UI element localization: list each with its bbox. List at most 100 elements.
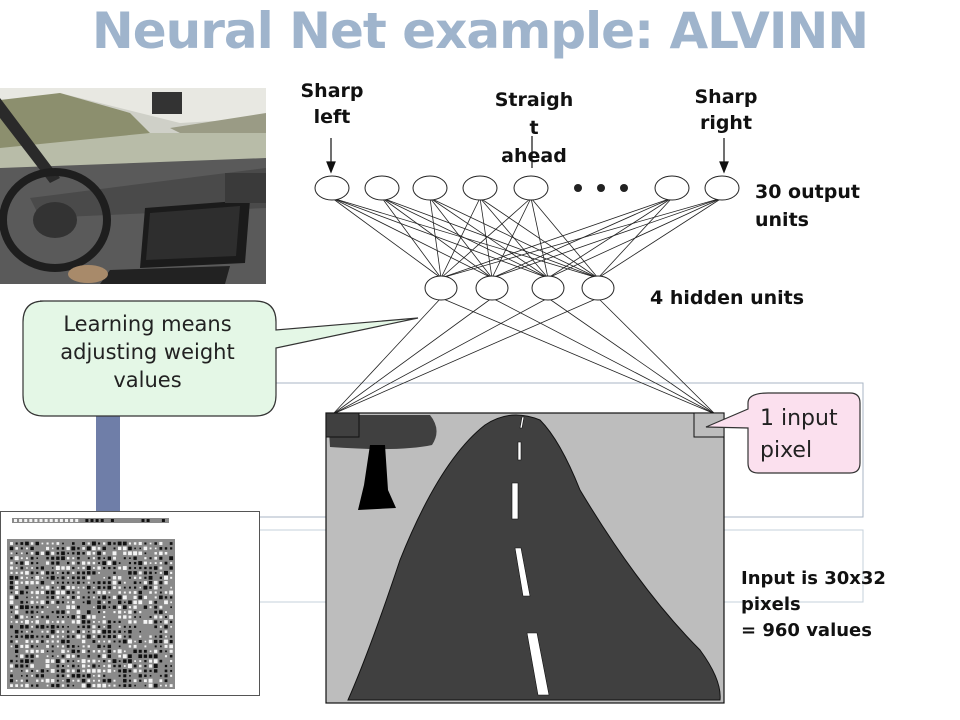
weight-dot: [15, 590, 19, 595]
weight-dot: [133, 576, 137, 579]
weight-dot: [31, 567, 33, 569]
weight-dot: [164, 620, 168, 624]
weight-dot: [45, 585, 50, 590]
weight-dot: [107, 635, 111, 639]
weight-dot: [123, 581, 126, 584]
weight-dot: [148, 683, 153, 688]
weight-dot: [82, 674, 85, 678]
weight-dot: [61, 601, 65, 604]
weight-dot: [118, 566, 122, 570]
weight-dot: [51, 679, 55, 683]
weight-dot: [117, 678, 122, 683]
weight-dot: [92, 669, 96, 673]
weight-dot: [164, 605, 168, 609]
weight-dot: [169, 644, 173, 649]
weight-dot: [66, 605, 71, 610]
weight-dot: [154, 542, 157, 545]
weight-dot: [31, 596, 33, 599]
weight-dot: [15, 601, 18, 604]
weight-dot: [92, 630, 96, 634]
weight-dot: [133, 600, 137, 605]
weight-dot: [41, 542, 44, 545]
weight-dot: [123, 620, 127, 624]
weight-dot: [144, 640, 147, 643]
connection-line: [530, 197, 549, 279]
weight-dot: [123, 561, 126, 565]
weight-dot: [153, 585, 158, 590]
weight-dot: [61, 654, 65, 658]
weight-dot: [112, 551, 117, 556]
weight-dot: [10, 605, 13, 609]
weight-dot: [77, 660, 80, 663]
weight-dot: [87, 557, 90, 560]
weight-dot: [31, 616, 34, 618]
weight-dot: [56, 683, 60, 688]
weight-dot: [46, 644, 49, 648]
weight-dot: [113, 542, 116, 545]
weight-dot: [61, 649, 65, 654]
weight-dot: [56, 581, 59, 584]
weight-dot: [82, 571, 86, 575]
weight-dot: [159, 586, 162, 589]
weight-dot: [77, 542, 80, 545]
weight-dot: [15, 605, 19, 609]
output-weight-dot: [24, 519, 28, 522]
weight-dot: [144, 616, 147, 618]
weight-dot: [20, 596, 23, 599]
weight-dot: [25, 649, 29, 653]
weight-dot: [92, 664, 96, 668]
weight-dot: [51, 595, 55, 599]
weight-dot: [97, 630, 101, 634]
weight-dot: [81, 664, 86, 668]
weight-dot: [56, 556, 60, 560]
weight-dot: [164, 596, 168, 599]
weight-dot: [20, 684, 24, 687]
weight-dot: [56, 664, 60, 668]
weight-dot: [51, 611, 54, 614]
weight-dot: [51, 567, 54, 569]
weight-dot: [9, 629, 14, 634]
connection-line: [440, 197, 481, 279]
connection-line: [440, 297, 716, 415]
weight-dot: [61, 561, 65, 565]
weight-dot: [103, 625, 106, 628]
weight-dot: [159, 605, 163, 609]
weight-dot: [56, 625, 60, 629]
weight-dot: [113, 615, 116, 619]
weight-dot: [61, 581, 65, 584]
weight-dot: [36, 557, 39, 559]
weight-dot: [138, 590, 142, 595]
weight-dot: [113, 556, 116, 560]
weight-dot: [30, 591, 34, 594]
weight-dot: [159, 621, 162, 623]
weight-dot: [113, 591, 116, 594]
weight-dot: [14, 556, 19, 561]
weight-dot: [86, 673, 91, 678]
weight-dot: [159, 595, 163, 600]
weight-dot: [123, 678, 127, 683]
weight-dot: [61, 669, 65, 673]
weight-dot: [86, 566, 91, 570]
weight-dot: [153, 654, 158, 659]
weight-dot: [133, 591, 137, 594]
weight-dot: [97, 576, 101, 580]
weight-dot: [40, 649, 45, 653]
weight-dot: [159, 615, 163, 619]
weight-dot: [36, 630, 39, 633]
weight-dot: [98, 596, 101, 599]
weight-dot: [138, 561, 143, 566]
weight-dot: [118, 557, 121, 560]
weight-visualization: [0, 511, 260, 696]
weight-dot: [36, 596, 39, 599]
weight-dot: [20, 615, 24, 619]
weight-dot: [108, 674, 111, 677]
weight-dot: [20, 576, 24, 580]
weight-dot: [138, 683, 143, 688]
weight-dot: [123, 659, 127, 663]
weight-dot: [40, 669, 45, 673]
weight-dot: [40, 571, 45, 575]
weight-dot: [169, 596, 173, 599]
weight-dot: [40, 659, 44, 663]
weight-dot: [87, 679, 91, 683]
weight-dot: [92, 635, 96, 638]
